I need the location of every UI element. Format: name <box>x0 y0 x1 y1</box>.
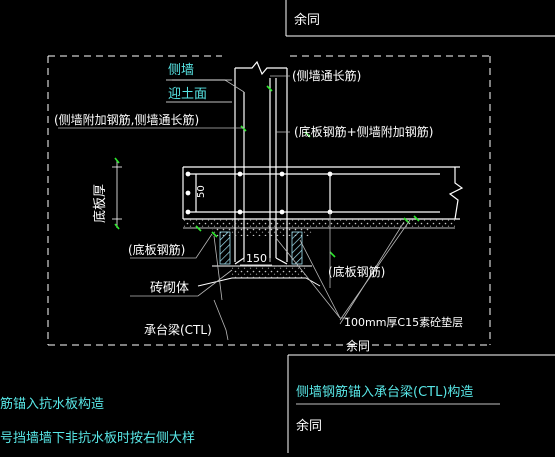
labels: 余同 侧墙 迎土面 (侧墙通长筋) (侧墙附加钢筋,侧墙通长筋) (底板钢筋+侧… <box>0 12 473 446</box>
label-top-same: 余同 <box>294 12 320 28</box>
note-underlines <box>166 79 500 405</box>
label-masonry: 砖砌体 <box>150 281 189 296</box>
label-dim-50: 50 <box>196 185 207 198</box>
label-slab-plus-wall: (底板钢筋+侧墙附加钢筋) <box>294 124 433 139</box>
label-backfill-surface: 迎土面 <box>168 87 207 102</box>
base-slab <box>182 166 464 220</box>
label-c15-cushion: 100mm厚C15素砼垫层 <box>344 315 463 329</box>
label-slab-thickness: 底板厚 <box>92 184 108 223</box>
lower-frame <box>287 354 555 453</box>
note-right-1: 侧墙钢筋锚入承台梁(CTL)构造 <box>296 384 473 400</box>
green-markers <box>114 85 420 258</box>
label-wall-long-bar: (侧墙通长筋) <box>292 68 361 83</box>
upper-frame <box>285 0 555 37</box>
rebar-dots <box>185 171 333 215</box>
note-left-1: 筋锚入抗水板构造 <box>0 396 104 412</box>
cap-beam-trough <box>197 231 321 287</box>
label-cap-beam: 承台梁(CTL) <box>144 322 212 337</box>
note-left-2: 号挡墙墙下非抗水板时按右侧大样 <box>0 431 195 446</box>
label-same-mid: 余同 <box>346 338 370 353</box>
dashed-boundary <box>47 55 491 346</box>
label-slab-bar-right: (底板钢筋) <box>328 264 385 279</box>
label-wall-extra-left: (侧墙附加钢筋,侧墙通长筋) <box>54 112 199 127</box>
note-right-2: 余同 <box>296 418 322 434</box>
cushion-layer <box>183 219 455 236</box>
label-slab-bar-left: (底板钢筋) <box>128 242 185 257</box>
dimensions <box>112 160 272 266</box>
label-dim-150: 150 <box>246 252 267 265</box>
label-side-wall: 侧墙 <box>168 63 194 78</box>
